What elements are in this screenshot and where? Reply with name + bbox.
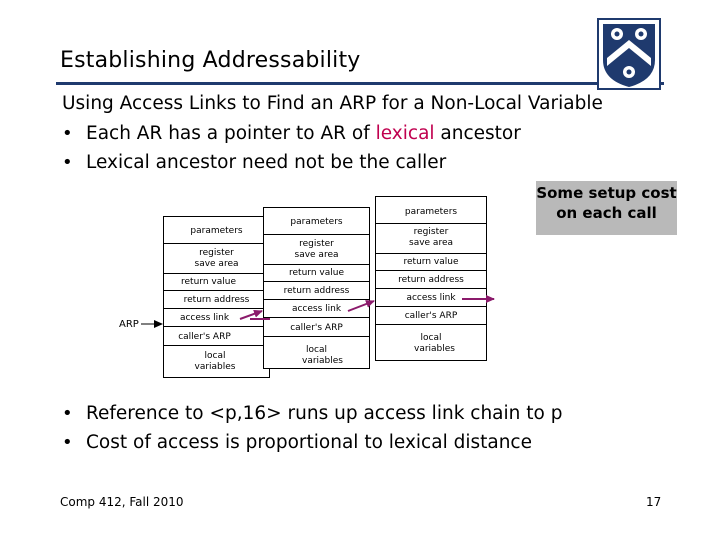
cell-return-address: return address [283, 286, 350, 296]
activation-record-1: parameters register save area return val… [163, 216, 270, 378]
bullet-text: Cost of access is proportional to lexica… [86, 432, 532, 453]
bullet-icon: • [62, 123, 73, 144]
divider [164, 290, 269, 291]
bullet-item: • Cost of access is proportional to lexic… [62, 432, 532, 453]
divider [264, 281, 369, 282]
cell-access-link: access link [291, 304, 342, 314]
bullet-item: • Reference to <p,16> runs up access link… [62, 403, 562, 424]
divider [164, 326, 269, 327]
cell-callers-arp: caller's ARP [404, 311, 458, 321]
bullet-item: •Each AR has a pointer to AR of lexical … [62, 123, 521, 144]
divider [376, 288, 486, 289]
cell-access-link: access link [179, 313, 230, 323]
cell-access-link: access link [406, 293, 456, 303]
arp-label: ARP [119, 319, 139, 330]
cell-register-save-area: register save area [409, 227, 453, 248]
divider [264, 234, 369, 235]
cell-local-variables: local variables [194, 351, 236, 372]
divider [164, 345, 269, 346]
title-rule [56, 82, 664, 85]
cell-parameters: parameters [290, 217, 343, 227]
cell-return-address: return address [183, 295, 250, 305]
cell-local-variables: local variables [302, 345, 343, 366]
setup-cost-callout: Some setup cost on each call [536, 181, 677, 235]
divider [164, 243, 269, 244]
bullet-item: • Lexical ancestor need not be the caller [62, 152, 446, 173]
divider [264, 299, 369, 300]
divider [264, 264, 369, 265]
university-shield-icon [597, 18, 661, 90]
emphasized-word: lexical [375, 123, 435, 144]
divider [164, 308, 269, 309]
cell-callers-arp: caller's ARP [178, 332, 231, 342]
slide-title: Establishing Addressability [60, 48, 361, 73]
bullet-icon: • [62, 432, 73, 453]
access-link-arrow-2 [239, 309, 263, 320]
bullet-text: ancestor [434, 123, 521, 144]
cell-return-address: return address [398, 275, 464, 285]
bullet-text: Each AR has a pointer to AR of [86, 123, 376, 144]
divider [376, 253, 486, 254]
bullet-text: Lexical ancestor need not be the caller [86, 152, 447, 173]
cell-return-value: return value [181, 277, 236, 287]
divider [164, 273, 269, 274]
cell-register-save-area: register save area [194, 248, 239, 269]
divider [264, 317, 369, 318]
cell-parameters: parameters [404, 207, 458, 217]
cell-return-value: return value [289, 268, 344, 278]
cell-return-value: return value [403, 257, 459, 267]
cell-parameters: parameters [190, 226, 243, 236]
page-number: 17 [646, 495, 662, 509]
activation-record-2: parameters register save area return val… [263, 207, 370, 369]
divider [376, 223, 486, 224]
access-link-arrow-3 [347, 300, 375, 312]
bullet-text: Reference to <p,16> runs up access link … [86, 403, 563, 424]
bullet-icon: • [62, 403, 73, 424]
cell-local-variables: local variables [414, 333, 455, 354]
divider [376, 306, 486, 307]
footer-course: Comp 412, Fall 2010 [60, 495, 184, 509]
activation-record-3: parameters register save area return val… [375, 196, 487, 361]
bullet-icon: • [62, 152, 73, 173]
divider [376, 324, 486, 325]
cell-callers-arp: caller's ARP [290, 323, 343, 333]
slide-subtitle: Using Access Links to Find an ARP for a … [62, 93, 603, 114]
divider [376, 270, 486, 271]
divider [264, 336, 369, 337]
cell-register-save-area: register save area [294, 239, 339, 260]
